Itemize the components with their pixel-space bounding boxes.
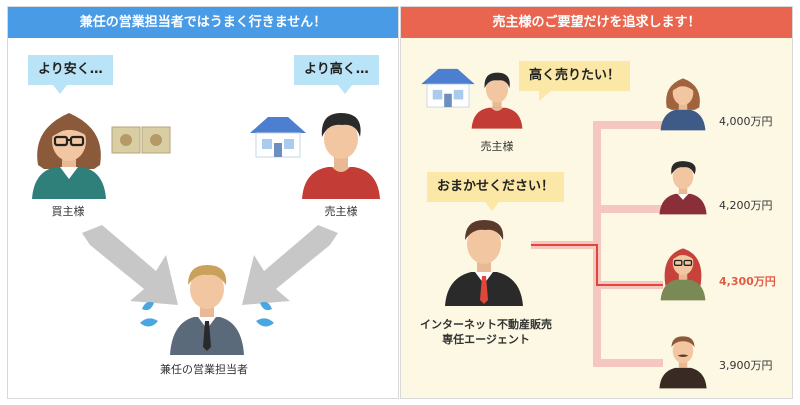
right-panel: 売主様のご要望だけを追求します！ 売主様 高く売りたい！ おまかせください！ <box>400 6 793 399</box>
buyer-connector-lines <box>531 121 663 367</box>
buyer-price-1: 4,000万円 <box>719 115 773 128</box>
buyer-candidate-3-icon <box>660 248 706 301</box>
seller-wish-bubble: 高く売りたい！ <box>519 61 631 91</box>
seller-man-icon <box>302 113 380 199</box>
left-panel-header: 兼任の営業担当者ではうまく行きません！ <box>8 7 398 38</box>
arrow-down-right-icon <box>82 225 178 305</box>
agent-bubble-tail <box>485 202 499 211</box>
buyer-candidate-4-icon <box>659 336 707 389</box>
buyer-price-3-highlight: 4,300万円 <box>719 275 776 288</box>
dedicated-agent-label-line1: インターネット不動産販売 <box>420 318 552 331</box>
buyer-price-4: 3,900万円 <box>719 359 773 372</box>
seller-man-icon <box>471 72 523 129</box>
buyer-label: 買主様 <box>51 205 85 218</box>
dedicated-agent-label: インターネット不動産販売 専任エージェント <box>409 317 563 347</box>
multitask-agent-label: 兼任の営業担当者 <box>160 363 248 376</box>
seller-wish-bubble-tail <box>539 91 551 101</box>
seller-label-right: 売主様 <box>480 140 514 153</box>
buyer-speech-bubble: より安く… <box>28 55 113 85</box>
buyer-candidate-1-icon <box>660 78 706 131</box>
dedicated-agent-icon <box>445 220 523 306</box>
buyer-woman-icon <box>32 113 106 199</box>
seller-speech-bubble: より高く… <box>294 55 379 85</box>
buyer-price-2: 4,200万円 <box>719 199 773 212</box>
house-icon <box>421 68 475 108</box>
right-panel-header: 売主様のご要望だけを追求します！ <box>401 7 792 38</box>
left-panel: 兼任の営業担当者ではうまく行きません！ より安く… より高く… <box>7 6 399 399</box>
dedicated-agent-label-line2: 専任エージェント <box>442 333 530 346</box>
multitask-agent-icon <box>140 265 274 355</box>
agent-speech-bubble: おまかせください！ <box>427 172 565 202</box>
house-icon <box>250 117 306 158</box>
buyer-bubble-tail <box>53 85 67 94</box>
buyer-candidate-2-icon <box>659 161 707 215</box>
money-icon <box>111 126 171 154</box>
seller-label: 売主様 <box>324 205 358 218</box>
seller-bubble-tail <box>338 85 352 94</box>
arrow-down-left-icon <box>242 225 338 305</box>
